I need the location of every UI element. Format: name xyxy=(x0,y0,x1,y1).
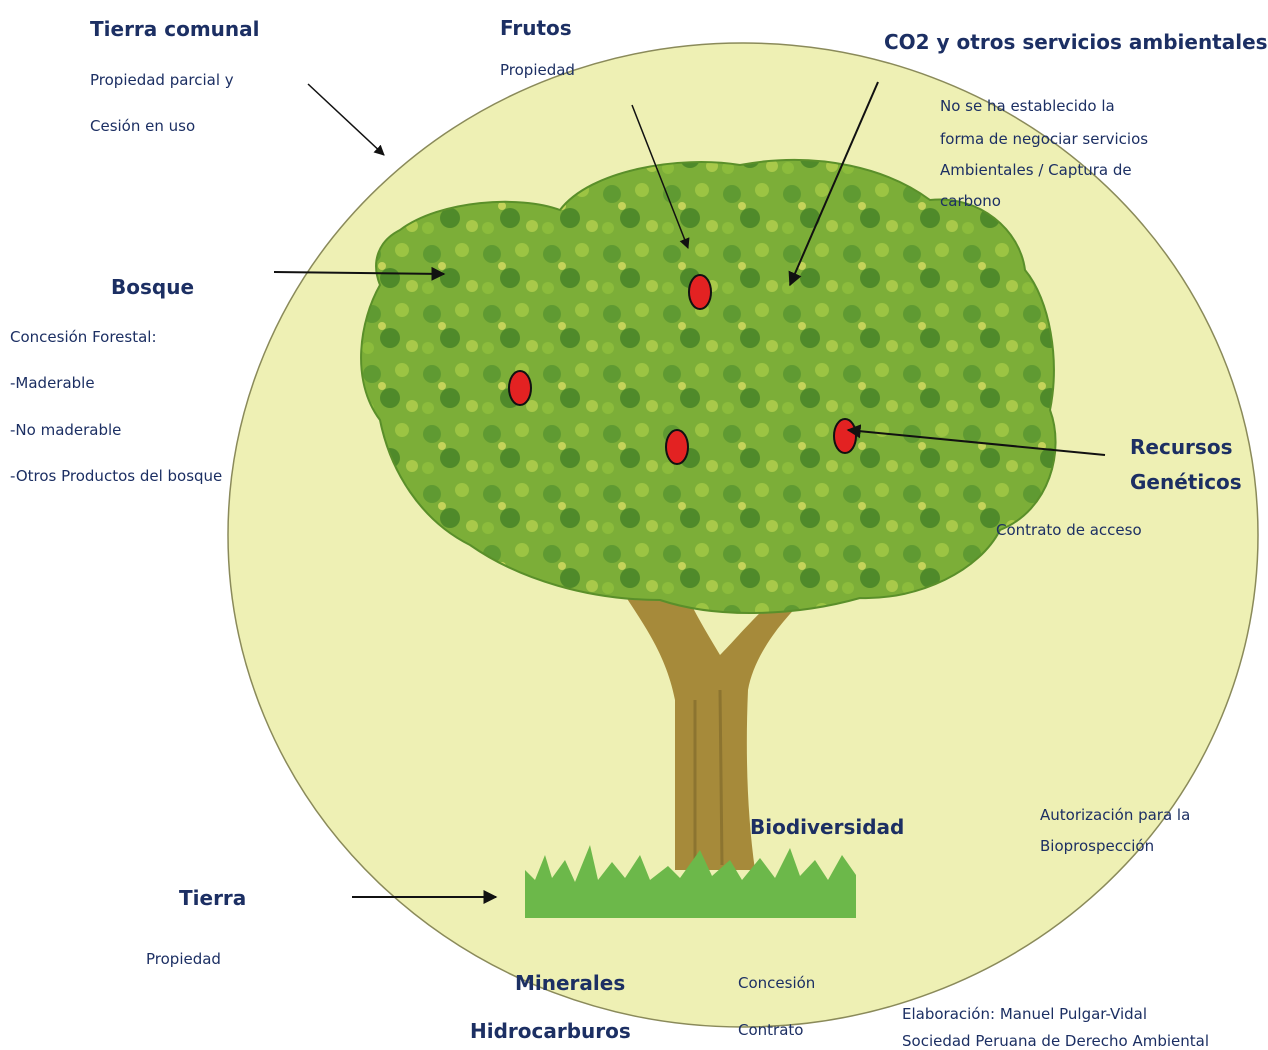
recursos-title-2: Genéticos xyxy=(1130,470,1242,494)
bosque-line-3: -No maderable xyxy=(10,421,122,439)
biodiversidad-line-2: Bioprospección xyxy=(1040,837,1155,855)
fruit-2 xyxy=(508,370,532,406)
bosque-line-4: -Otros Productos del bosque xyxy=(10,467,223,485)
minerales-label: Minerales xyxy=(515,971,626,995)
tierra-comunal-title: Tierra comunal xyxy=(90,17,260,41)
co2-line-4: carbono xyxy=(940,192,1001,210)
credits-author: Elaboración: Manuel Pulgar-Vidal xyxy=(902,1005,1148,1023)
bosque-line-2: -Maderable xyxy=(10,374,95,392)
frutos-title: Frutos xyxy=(500,16,572,40)
bosque-line-1: Concesión Forestal: xyxy=(10,328,157,346)
tierra-title: Tierra xyxy=(179,886,247,910)
arrow-tierra-comunal xyxy=(307,83,385,156)
biodiversidad-title: Biodiversidad xyxy=(750,815,905,839)
fruit-4 xyxy=(833,418,857,454)
tree-canopy xyxy=(360,158,1057,614)
hidrocarburos-label: Hidrocarburos xyxy=(470,1019,631,1043)
recursos-sub: Contrato de acceso xyxy=(996,521,1142,539)
recursos-title-1: Recursos xyxy=(1130,435,1233,459)
contrato-label: Contrato xyxy=(738,1021,804,1039)
arrow-bosque xyxy=(273,266,446,281)
biodiversidad-line-1: Autorización para la xyxy=(1040,806,1191,824)
credits-organization: Sociedad Peruana de Derecho Ambiental xyxy=(902,1032,1210,1050)
bosque-title: Bosque xyxy=(111,275,195,299)
arrow-frutos xyxy=(631,104,690,249)
frutos-sub: Propiedad xyxy=(500,61,575,79)
co2-title: CO2 y otros servicios ambientales xyxy=(884,30,1268,54)
arrow-co2 xyxy=(788,81,879,287)
tierra-sub: Propiedad xyxy=(146,950,221,968)
co2-line-3: Ambientales / Captura de xyxy=(940,161,1132,179)
concesion-label: Concesión xyxy=(738,974,816,992)
fruit-1 xyxy=(688,274,712,310)
co2-line-1: No se ha establecido la xyxy=(940,97,1115,115)
co2-line-2: forma de negociar servicios xyxy=(940,130,1149,148)
fruit-3 xyxy=(665,429,689,465)
tree-trunk xyxy=(615,580,820,870)
arrow-recursos xyxy=(846,424,1106,456)
grass-patch xyxy=(525,845,856,918)
tierra-comunal-line-1: Propiedad parcial y xyxy=(90,71,234,89)
tierra-comunal-line-2: Cesión en uso xyxy=(90,117,196,135)
